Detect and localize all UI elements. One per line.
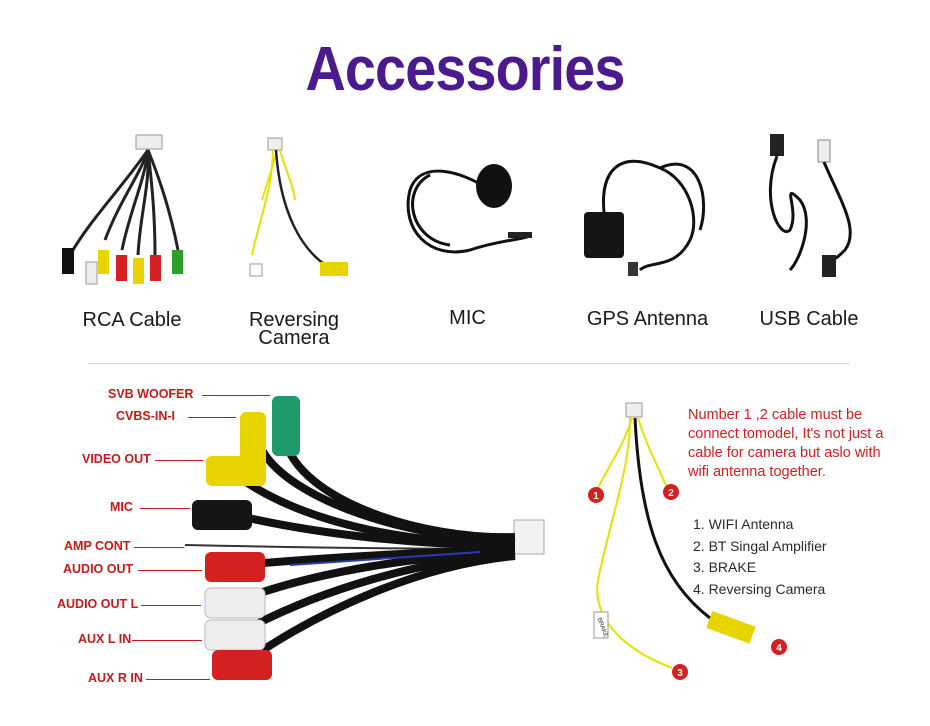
section-divider [88, 363, 850, 364]
wire-label-aux-l-in: AUX L IN [78, 632, 132, 646]
camera-cable-note: Number 1 ,2 cable must be connect tomode… [688, 407, 884, 480]
list-item: 1. WIFI Antenna [693, 516, 794, 532]
mic-label: MIC [449, 307, 486, 329]
leader-line [138, 570, 202, 571]
reversing-camera-label-line1: Reversing [248, 309, 340, 331]
leader-line [155, 460, 203, 461]
mic-image [406, 164, 532, 254]
reversing-camera-image [249, 137, 348, 277]
list-item: 4. Reversing Camera [693, 580, 826, 597]
leader-line [134, 547, 184, 548]
rca-cable-label: RCA Cable [82, 309, 182, 331]
wire-label-svb-woofer: SVB WOOFER [108, 387, 194, 401]
reversing-camera-label: Reversing Camera [226, 309, 362, 349]
usb-cable-label: USB Cable [759, 308, 859, 330]
list-item: 3. BRAKE [693, 559, 757, 575]
reversing-camera-label-line2: Camera [258, 327, 330, 349]
leader-line [202, 395, 270, 396]
list-item: 2. BT Singal Amplifier [693, 537, 827, 554]
camera-cable-list: 1. WIFI Antenna 2. BT Singal Amplifier 3… [693, 514, 827, 600]
wire-label-audio-out-l: AUDIO OUT L [57, 597, 139, 611]
gps-antenna-image [584, 159, 706, 276]
page-title: Accessories [305, 35, 626, 104]
rca-cable-image [62, 134, 183, 285]
wire-label-mic: MIC [110, 500, 133, 514]
gps-antenna-label: GPS Antenna [586, 308, 709, 330]
camera-cable-diagram [593, 402, 756, 669]
leader-line [188, 417, 236, 418]
leader-line [141, 605, 201, 606]
wire-label-cvbs-in: CVBS-IN-I [116, 409, 176, 423]
usb-cable-image [768, 134, 852, 277]
wire-label-aux-r-in: AUX R IN [88, 671, 143, 685]
wire-label-amp-cont: AMP CONT [64, 539, 131, 553]
leader-line [140, 508, 190, 509]
leader-line [146, 679, 210, 680]
harness-image [184, 396, 545, 680]
leader-line [132, 640, 202, 641]
wire-label-audio-out: AUDIO OUT [63, 562, 134, 576]
wire-label-video-out: VIDEO OUT [82, 452, 151, 466]
